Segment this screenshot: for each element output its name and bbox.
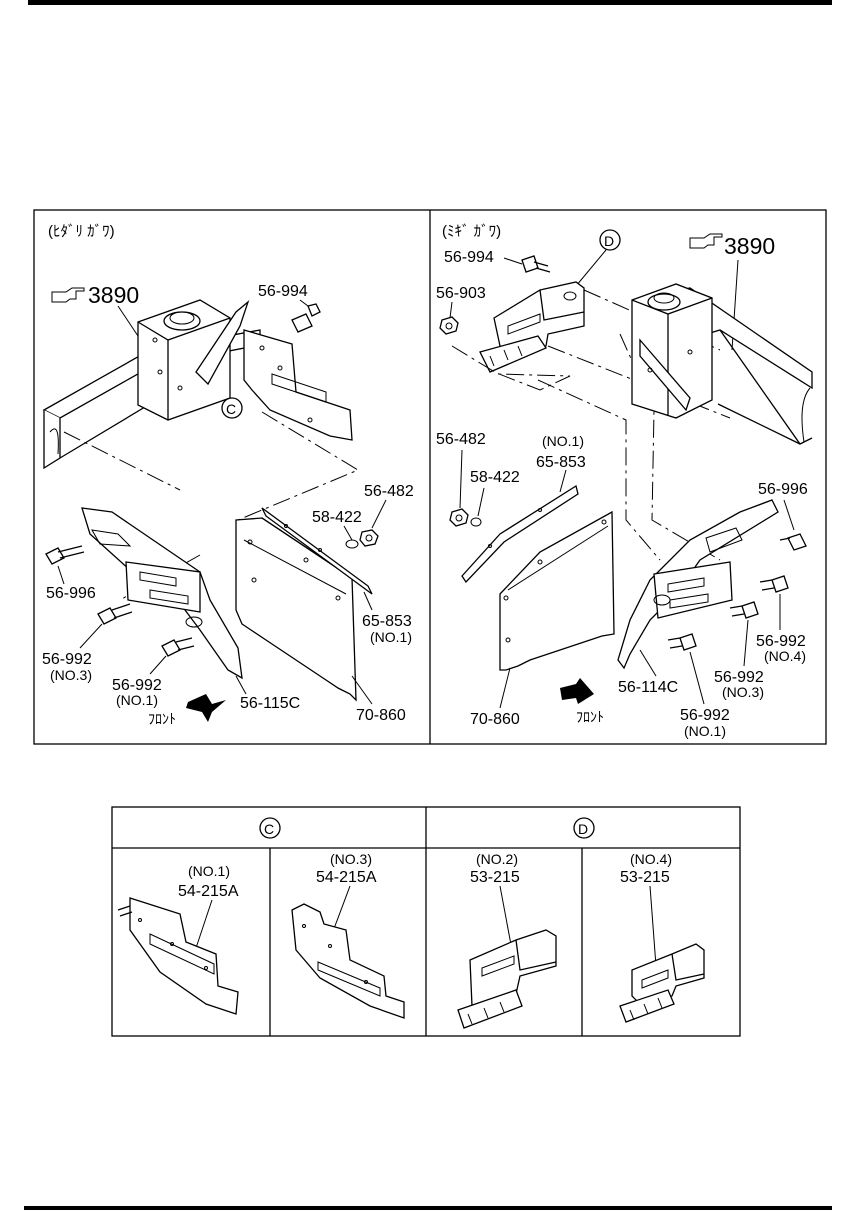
right-bracket-d bbox=[479, 281, 585, 373]
left-label-58-422[interactable]: 58-422 bbox=[312, 509, 362, 526]
table-cell2-part[interactable]: 54-215A bbox=[316, 869, 377, 886]
left-mudguard-bracket bbox=[81, 507, 243, 680]
right-label-56-992-c-note[interactable]: (NO.1) bbox=[684, 723, 726, 739]
top-border-rule bbox=[28, 0, 832, 5]
table-cell1-bracket-drawing bbox=[117, 897, 239, 1015]
bottom-border-rule bbox=[24, 1206, 832, 1210]
right-mudflap bbox=[499, 510, 615, 671]
left-label-56-992-a-note[interactable]: (NO.3) bbox=[50, 667, 92, 683]
left-label-56-992-b[interactable]: 56-992 bbox=[112, 677, 162, 694]
table-cell4-part[interactable]: 53-215 bbox=[620, 869, 670, 886]
table-cell2-note[interactable]: (NO.3) bbox=[330, 851, 372, 867]
right-ref-number[interactable]: 3890 bbox=[724, 233, 775, 259]
table-cell3-note[interactable]: (NO.2) bbox=[476, 851, 518, 867]
left-label-70-860[interactable]: 70-860 bbox=[356, 707, 406, 724]
right-label-70-860[interactable]: 70-860 bbox=[470, 711, 520, 728]
left-ref-pointer-icon bbox=[51, 287, 85, 303]
left-washer-58-422-icon bbox=[345, 539, 359, 549]
left-callout-c-icon bbox=[221, 397, 243, 419]
table-cell1-note[interactable]: (NO.1) bbox=[188, 863, 230, 879]
table-cell4-note[interactable]: (NO.4) bbox=[630, 851, 672, 867]
right-panel: (ﾐｷﾞ ｶﾞﾜ) D 3890 56-994 56-903 bbox=[436, 223, 813, 739]
right-callout-d-icon bbox=[599, 229, 621, 251]
right-label-56-992-b-note[interactable]: (NO.3) bbox=[722, 684, 764, 700]
right-label-56-994[interactable]: 56-994 bbox=[444, 249, 494, 266]
left-callout-c-letter[interactable]: C bbox=[226, 401, 236, 417]
left-ref-number[interactable]: 3890 bbox=[88, 282, 139, 308]
left-label-56-992-a[interactable]: 56-992 bbox=[42, 651, 92, 668]
right-bolt-56-992-no1-icon bbox=[667, 633, 697, 651]
right-nut-56-482-icon bbox=[449, 508, 469, 527]
left-panel: (ﾋﾀﾞﾘ ｶﾞﾜ) 3890 bbox=[42, 223, 414, 727]
left-strip-65-853 bbox=[261, 507, 373, 595]
left-bolt-56-996-icon bbox=[45, 545, 85, 565]
right-label-56-992-b[interactable]: 56-992 bbox=[714, 669, 764, 686]
right-label-56-992-a-note[interactable]: (NO.4) bbox=[764, 648, 806, 664]
right-front-label[interactable]: ﾌﾛﾝﾄ bbox=[576, 709, 604, 725]
right-panel-title: (ﾐｷﾞ ｶﾞﾜ) bbox=[442, 223, 501, 240]
right-label-65-853[interactable]: 65-853 bbox=[536, 454, 586, 471]
left-label-56-115c[interactable]: 56-115C bbox=[240, 695, 300, 712]
right-bolt-56-992-no3-icon bbox=[729, 601, 759, 619]
left-label-56-992-b-note[interactable]: (NO.1) bbox=[116, 692, 158, 708]
table-callout-d-icon bbox=[573, 817, 595, 839]
right-label-56-114c[interactable]: 56-114C bbox=[618, 679, 678, 696]
detail-table: C D (NO.1) 54-215A (NO.3) 54-215A (NO.2)… bbox=[111, 806, 741, 1037]
left-label-65-853-note[interactable]: (NO.1) bbox=[370, 629, 412, 645]
right-ref-pointer-icon bbox=[689, 233, 723, 249]
right-strip-65-853 bbox=[461, 484, 579, 584]
left-nut-56-482-icon bbox=[359, 529, 379, 547]
table-group-d[interactable]: D bbox=[578, 821, 588, 837]
right-label-65-853-note[interactable]: (NO.1) bbox=[542, 433, 584, 449]
table-cell1-part[interactable]: 54-215A bbox=[178, 883, 239, 900]
table-group-c[interactable]: C bbox=[264, 821, 274, 837]
left-mudflap bbox=[235, 517, 357, 702]
left-label-56-996[interactable]: 56-996 bbox=[46, 585, 96, 602]
left-bolt-56-994-icon bbox=[291, 303, 321, 333]
left-front-label[interactable]: ﾌﾛﾝﾄ bbox=[148, 711, 176, 727]
left-label-56-482[interactable]: 56-482 bbox=[364, 483, 414, 500]
right-label-56-992-a[interactable]: 56-992 bbox=[756, 633, 806, 650]
table-cell2-bracket-drawing bbox=[291, 903, 405, 1019]
left-front-arrow-icon bbox=[186, 694, 226, 722]
right-bolt-56-992-no4-icon bbox=[759, 575, 789, 593]
right-label-56-996[interactable]: 56-996 bbox=[758, 481, 808, 498]
right-label-56-992-c[interactable]: 56-992 bbox=[680, 707, 730, 724]
right-callout-d-letter[interactable]: D bbox=[604, 233, 614, 249]
right-bolt-56-996-icon bbox=[779, 533, 807, 551]
left-bolt-56-992-no1-icon bbox=[161, 637, 195, 657]
right-label-56-482[interactable]: 56-482 bbox=[436, 431, 486, 448]
table-cell3-bracket-drawing bbox=[457, 929, 557, 1029]
right-label-56-903[interactable]: 56-903 bbox=[436, 285, 486, 302]
right-bolt-56-994-icon bbox=[521, 255, 551, 273]
left-bolt-56-992-no3-icon bbox=[97, 603, 133, 625]
left-label-56-994[interactable]: 56-994 bbox=[258, 283, 308, 300]
left-panel-title: (ﾋﾀﾞﾘ ｶﾞﾜ) bbox=[48, 223, 115, 240]
table-cell4-bracket-drawing bbox=[619, 943, 705, 1023]
right-washer-58-422-icon bbox=[470, 517, 482, 527]
table-cell3-part[interactable]: 53-215 bbox=[470, 869, 520, 886]
right-nut-56-903-icon bbox=[439, 316, 459, 335]
right-label-58-422[interactable]: 58-422 bbox=[470, 469, 520, 486]
table-callout-c-icon bbox=[259, 817, 281, 839]
left-mount-plate bbox=[243, 329, 353, 441]
right-mudguard-bracket bbox=[617, 499, 779, 670]
right-bracket-block bbox=[631, 283, 713, 419]
left-label-65-853[interactable]: 65-853 bbox=[362, 613, 412, 630]
right-front-arrow-icon bbox=[560, 678, 594, 704]
